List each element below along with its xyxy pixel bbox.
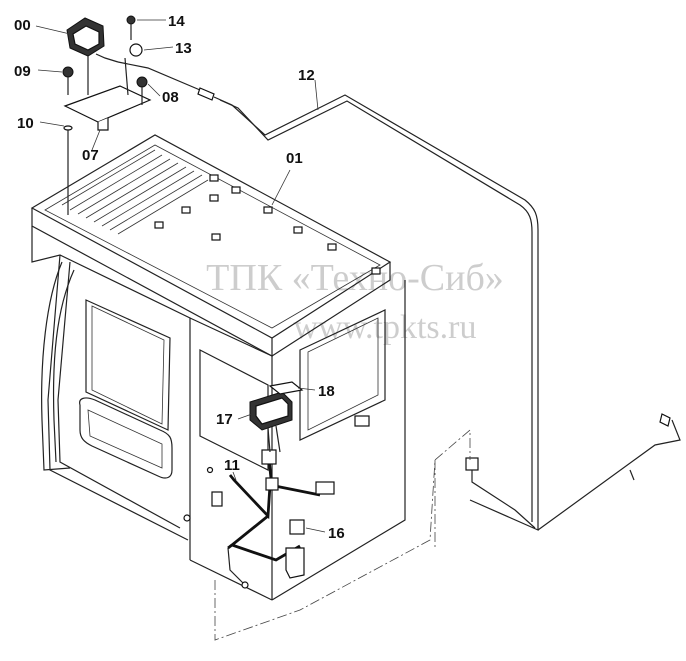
callout-07: 07 — [82, 147, 99, 164]
lamp-bracket — [63, 85, 152, 123]
callout-09: 09 — [14, 63, 31, 80]
callout-13: 13 — [175, 40, 192, 57]
callout-01: 01 — [286, 150, 303, 167]
cab-body — [30, 134, 406, 601]
callout-17: 17 — [216, 411, 233, 428]
harness-11 — [211, 449, 335, 589]
roof-clips — [154, 174, 381, 275]
callout-10: 10 — [17, 115, 34, 132]
callout-16: 16 — [328, 525, 345, 542]
callout-08: 08 — [162, 89, 179, 106]
leader-lines — [35, 19, 326, 533]
callout-18: 18 — [318, 383, 335, 400]
callouts: 00 14 13 09 08 10 07 12 01 18 17 11 16 — [14, 13, 345, 542]
harness-12 — [117, 61, 681, 531]
callout-14: 14 — [168, 13, 185, 30]
harness-connector — [465, 457, 479, 471]
roof-vents — [61, 149, 209, 235]
callout-11: 11 — [224, 457, 240, 474]
callout-00: 00 — [14, 17, 31, 34]
watermark-company: ТПК «Техно-Сиб» — [206, 257, 504, 299]
label-plate-18 — [268, 381, 304, 395]
work-light-assembly — [62, 15, 152, 215]
callout-12: 12 — [298, 67, 315, 84]
reference-lines — [214, 429, 471, 641]
control-unit-17 — [249, 391, 293, 453]
relay-16 — [289, 519, 305, 535]
